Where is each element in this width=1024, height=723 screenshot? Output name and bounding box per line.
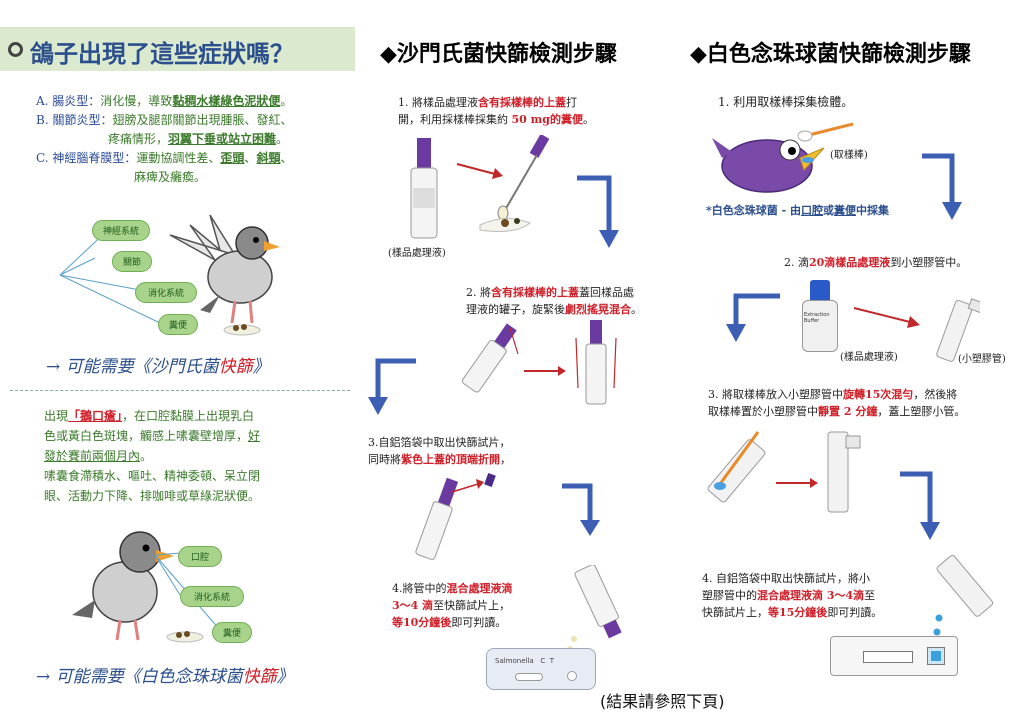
drop-tube-icon: [567, 565, 622, 652]
sample-tube-icon: [410, 138, 438, 239]
small-tube-label: (小塑膠管): [958, 354, 1006, 365]
pigeon-illustration: [169, 214, 280, 324]
header-circle-icon: [8, 42, 23, 57]
buffer-label: (樣品處理液): [840, 352, 898, 363]
red-arrow-icon-r: [853, 307, 920, 328]
pill-feces-2: 糞便: [212, 622, 252, 643]
salmonella-title: ◆沙門氏菌快篩檢測步驟: [380, 42, 617, 67]
break-cap-icon: [415, 472, 496, 560]
small-tube-icon: [936, 298, 980, 362]
blue-arrow-2: [368, 358, 416, 415]
candida-step-3: 3. 將取樣棒放入小塑膠管中旋轉15次混勻，然後將 取樣棒置於小塑膠管中靜置 2…: [708, 388, 966, 418]
left-header: [0, 27, 355, 71]
pill-feces: 糞便: [158, 314, 198, 335]
candida-title: ◆白色念珠球菌快篩檢測步驟: [690, 42, 971, 67]
blue-arrow-r2: [726, 293, 780, 342]
drop-tube-icon-r: [933, 555, 994, 636]
pill-digestive: 消化系統: [135, 282, 197, 303]
swab-label: (取樣棒): [830, 150, 868, 161]
blue-arrow-r1: [922, 153, 962, 220]
symptom-list: A. 腸炎型：消化慢，導致黏稠水樣綠色泥狀便。 B. 關節炎型：翅膀及腿部關節出…: [36, 92, 356, 187]
footer-note: (結果請參照下頁): [600, 692, 725, 711]
pill-nervous: 神經系統: [92, 220, 150, 241]
candida-note: *白色念珠球菌 - 由口腔或糞便中採集: [706, 204, 889, 217]
swab-in-tube-icon: [707, 431, 766, 503]
left-header-title: 鴿子出現了這些症狀嗎？: [30, 39, 294, 68]
red-arrow-icon: [456, 163, 503, 179]
droppings-icon-2: [166, 631, 204, 643]
droppings-icon: [223, 324, 261, 336]
sample-liquid-label: (樣品處理液): [388, 248, 446, 259]
pill-mouth: 口腔: [178, 546, 222, 567]
swab-feces-icon: [479, 135, 550, 232]
symptom-b: B. 關節炎型：翅膀及腿部關節出現腫脹、發紅、: [36, 113, 293, 127]
red-arrow-icon-2: [524, 366, 566, 376]
red-arrow-icon-r2: [776, 478, 818, 488]
arrow-candida: → 可能需要《白色念珠球菌快篩》: [36, 667, 294, 687]
purple-bird-illustration: [712, 138, 825, 193]
swab-stick-icon: [797, 122, 854, 142]
candida-cassette: [830, 636, 958, 676]
dashed-divider: [10, 390, 350, 391]
arrow-salmonella: → 可能需要《沙門氏菌快篩》: [46, 357, 270, 377]
blue-arrow-3: [562, 483, 600, 536]
salmonella-cassette: Salmonella C T: [486, 648, 596, 690]
salmonella-step-2: 2. 將含有採樣棒的上蓋蓋回樣品處 理液的罐子，旋緊後劇烈搖晃混合。: [466, 286, 642, 316]
pill-joint: 關節: [112, 251, 152, 272]
blue-arrow-1: [577, 175, 619, 248]
salmonella-step-3: 3.自鋁箔袋中取出快篩試片， 同時將紫色上蓋的頂端折開，: [368, 436, 511, 466]
pill-digestive-2: 消化系統: [180, 586, 244, 607]
pigeon-illustration-2: [72, 531, 174, 641]
shake-tube-icon-2: [575, 320, 617, 405]
candida-step-4: 4. 自鋁箔袋中取出快篩試片，將小 塑膠管中的混合處理液滴 3～4滴至 快篩試片…: [702, 572, 883, 619]
salmonella-step-1: 1. 將樣品處理液含有採樣棒的上蓋打 開，利用採樣棒採集約 50 mg的糞便。: [398, 96, 594, 126]
buffer-bottle: Extraction Buffer: [798, 280, 842, 352]
candida-step-2: 2. 滴20滴樣品處理液到小塑膠管中。: [784, 256, 968, 269]
symptom-a: A. 腸炎型：消化慢，導致黏稠水樣綠色泥狀便。: [36, 94, 293, 108]
candida-step-1: 1. 利用取樣棒採集檢體。: [718, 95, 854, 109]
symptom-c: C. 神經腦脊膜型：運動協調性差、歪頭、斜頸、: [36, 151, 293, 165]
capped-tube-icon: [827, 431, 861, 513]
blue-arrow-r3: [900, 471, 940, 540]
candida-paragraph: 出現「鵝口瘡」，在口腔黏膜上出現乳白 色或黃白色斑塊，觸感上嗉囊壁增厚，好 發於…: [44, 409, 261, 503]
salmonella-step-4: 4.將管中的混合處理液滴 3～4 滴至快篩試片上， 等10分鐘後即可判讀。: [392, 582, 513, 629]
shake-tube-icon: [461, 323, 519, 393]
